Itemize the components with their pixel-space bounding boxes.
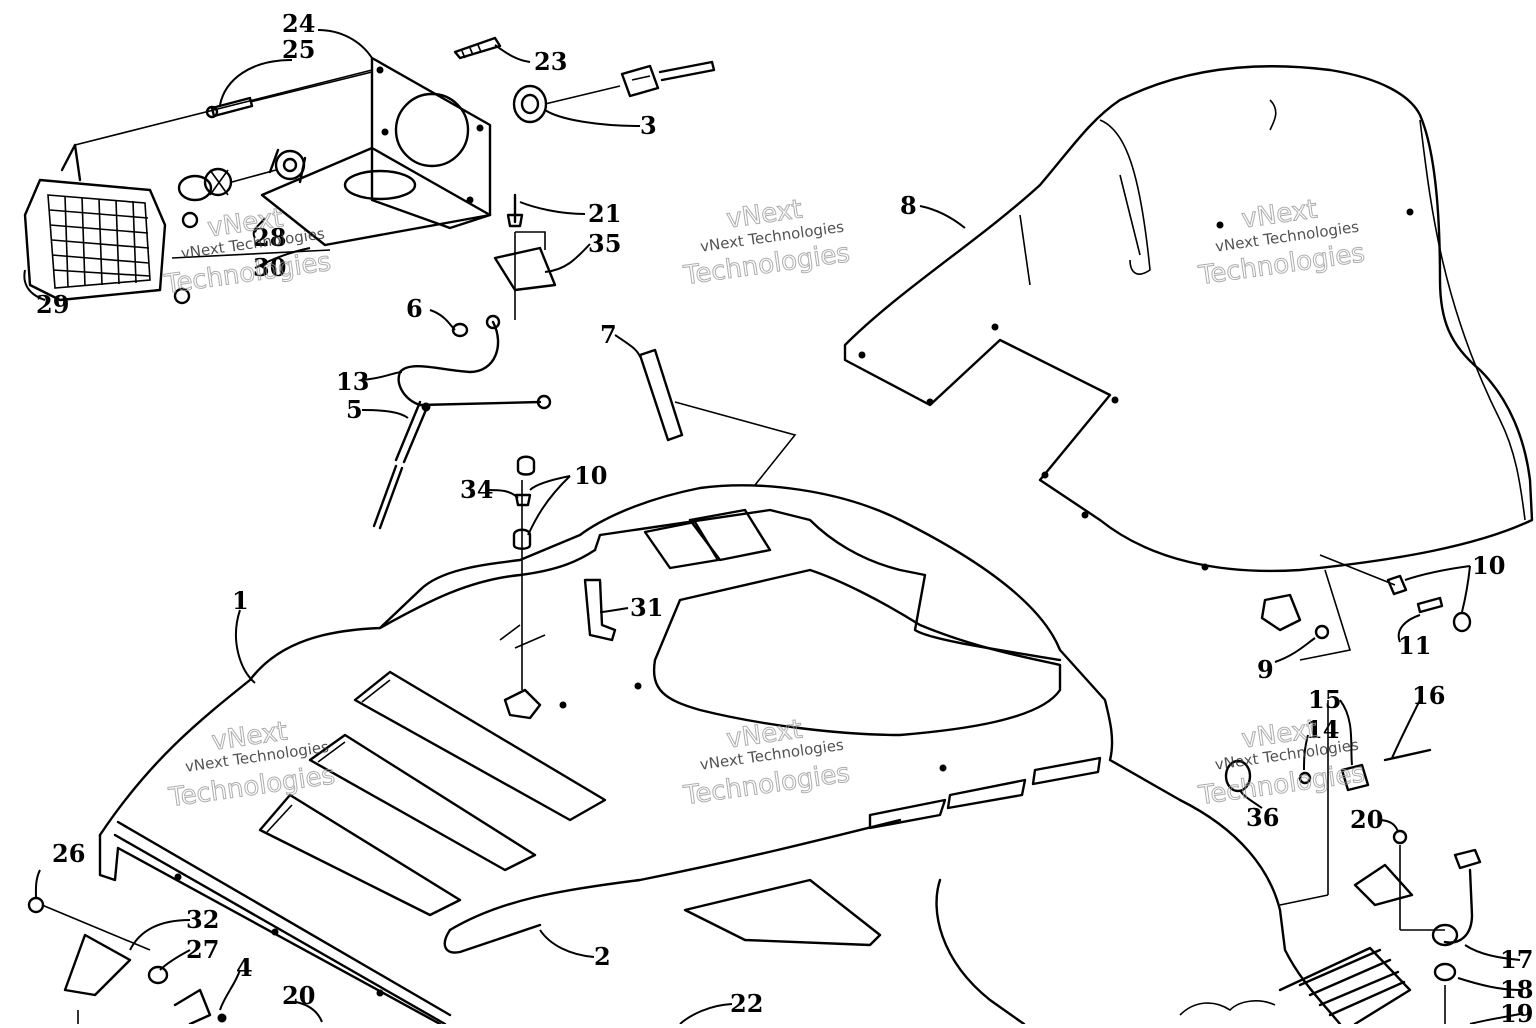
callout-7: 7 [600, 320, 617, 349]
louver-2 [308, 733, 537, 872]
callout-10b: 10 [1472, 551, 1505, 580]
louver-1 [353, 670, 607, 822]
watermark-top-right: vNext vNext Technologies Technologies [1196, 194, 1368, 292]
callout-26: 26 [52, 839, 85, 868]
right-hardware [1224, 700, 1482, 1024]
watermark-top-center: vNext vNext Technologies Technologies [681, 194, 853, 292]
callout-35: 35 [588, 229, 621, 258]
callout-1: 1 [232, 586, 249, 615]
latch-31 [583, 578, 617, 642]
callout-30: 30 [253, 253, 286, 282]
side-vent [683, 878, 882, 947]
watermark-bottom-center: vNext vNext Technologies Technologies [681, 714, 853, 812]
callout-5: 5 [346, 395, 363, 424]
callout-32: 32 [186, 905, 219, 934]
washer-6 [451, 322, 469, 338]
decal-stripes [1179, 946, 1412, 1026]
callout-16: 16 [1412, 681, 1445, 710]
callout-15: 15 [1308, 685, 1341, 714]
headlight-bracket [260, 56, 492, 247]
callout-2: 2 [594, 942, 611, 971]
callout-labels: 24 25 23 3 21 35 28 30 29 6 7 13 5 34 10… [36, 9, 1533, 1028]
callout-14: 14 [1306, 715, 1339, 744]
trim-strip-7 [638, 348, 684, 442]
upper-vent-a [643, 520, 720, 570]
callout-18: 18 [1500, 975, 1533, 1004]
hood [98, 484, 1412, 1026]
headlight-lens [23, 178, 167, 302]
callout-31: 31 [630, 593, 663, 622]
windshield [843, 65, 1534, 661]
windshield-hardware [1260, 554, 1472, 640]
callout-36: 36 [1246, 803, 1279, 832]
callout-10a: 10 [574, 461, 607, 490]
callout-29: 29 [36, 290, 69, 319]
watermark-bottom-right: vNext vNext Technologies Technologies [1196, 714, 1368, 812]
callout-leaders [23, 29, 1521, 1025]
callout-24: 24 [282, 9, 315, 38]
bulb [177, 167, 233, 202]
callout-21: 21 [588, 199, 621, 228]
callout-23: 23 [534, 47, 567, 76]
callout-19: 19 [1500, 999, 1533, 1024]
callout-9: 9 [1257, 655, 1274, 684]
callout-25: 25 [282, 35, 315, 64]
bulb-socket [268, 148, 307, 184]
callout-4: 4 [236, 953, 253, 982]
callout-11: 11 [1398, 631, 1431, 660]
bracket-32 [63, 933, 132, 997]
callout-28: 28 [253, 223, 286, 252]
wire-connector [620, 60, 716, 98]
clip-35 [493, 246, 557, 292]
bolt-23 [453, 36, 502, 60]
callout-20a: 20 [1350, 805, 1383, 834]
watermark-bottom-left: vNext vNext Technologies Technologies [166, 716, 338, 814]
ground-wire-13 [397, 320, 542, 407]
callout-8: 8 [900, 191, 917, 220]
screw-25 [210, 96, 254, 118]
assembly-lines [74, 69, 621, 259]
lens-grid [49, 195, 151, 288]
callout-34: 34 [460, 475, 493, 504]
headlight-assembly [23, 36, 716, 530]
callout-13: 13 [336, 367, 369, 396]
watermarks: vNext vNext Technologies Technologies vN… [162, 194, 1368, 814]
grommet-3 [512, 84, 548, 124]
hardware-34-10 [512, 455, 536, 690]
callout-3: 3 [640, 111, 657, 140]
louver-3 [258, 793, 462, 917]
callout-20b: 20 [282, 981, 315, 1010]
callout-27: 27 [186, 935, 219, 964]
bolt-5 [394, 400, 430, 464]
callout-22: 22 [730, 989, 763, 1018]
callout-6: 6 [406, 294, 423, 323]
upper-vent-b [688, 508, 772, 562]
callout-17: 17 [1500, 945, 1533, 974]
plug-36 [1224, 759, 1252, 793]
